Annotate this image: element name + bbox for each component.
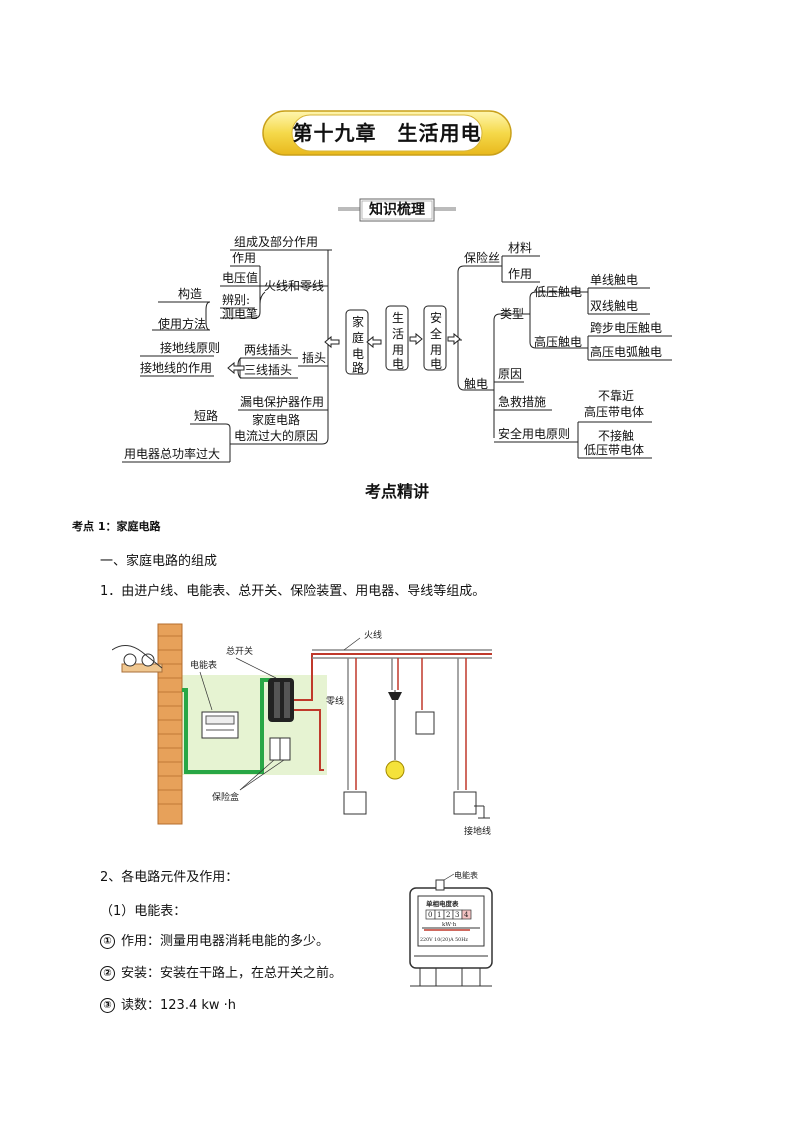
- subheading-meter: （1）电能表：: [100, 904, 187, 919]
- fig1-main-switch-label: 总开关: [226, 645, 253, 657]
- fig2-d1: 1: [437, 911, 441, 919]
- center-safety-label: 安全 用电: [430, 310, 442, 371]
- mm-wiring-principle: 接地线原则: [160, 340, 220, 355]
- mm-step: 跨步电压触电: [590, 321, 662, 335]
- heading-components: 2、各电路元件及作用：: [100, 870, 239, 885]
- fig2-spec: 220V 10(20)A 50Hz: [420, 936, 468, 943]
- mm-p2a: 不接触: [598, 428, 634, 443]
- fig1-fuse-box-label: 保险盒: [212, 791, 239, 803]
- key-point-1: 考点 1：家庭电路: [72, 520, 161, 533]
- mm-p1a: 不靠近: [598, 389, 634, 403]
- center-home-1: 家: [352, 314, 364, 329]
- mm-reason: 原因: [498, 367, 522, 381]
- mm-material: 材料: [508, 241, 532, 255]
- bullet-3: ③: [100, 998, 115, 1013]
- mm-two-socket: 两线插头: [244, 343, 292, 357]
- center-home-3: 电: [352, 347, 364, 361]
- section-title-frame: [338, 198, 456, 222]
- fig1-ground-label: 接地线: [464, 825, 491, 837]
- mm-p1b: 高压带电体: [584, 404, 644, 419]
- paragraph-composition: 1．由进户线、电能表、总开关、保险装置、用电器、导线等组成。: [100, 584, 486, 599]
- mm-structure: 构造: [178, 286, 202, 301]
- mm-high-shock: 高压触电: [534, 334, 582, 349]
- bullet-2: ②: [100, 966, 115, 981]
- mm-composition: 组成及部分作用: [234, 234, 318, 249]
- mm-plug: 插头: [302, 351, 326, 365]
- mm-live-neutral: 火线和零线: [264, 279, 324, 293]
- chapter-banner: [262, 110, 512, 156]
- mm-function: 作用: [508, 267, 532, 281]
- center-home-4: 路: [352, 360, 364, 375]
- section-title-key-points: 考点精讲: [364, 482, 429, 501]
- svg-text:用: 用: [430, 343, 442, 357]
- fig1-neutral-label: 零线: [326, 695, 344, 707]
- fig2-unit: kW·h: [442, 922, 457, 928]
- mm-p2b: 低压带电体: [584, 443, 644, 457]
- mm-principle: 安全用电原则: [498, 426, 570, 441]
- meter-function-line: ① 作用：测量用电器消耗电能的多少。: [100, 930, 329, 949]
- mm-low-shock: 低压触电: [534, 285, 582, 299]
- chapter-title: 第十九章 生活用电: [292, 121, 482, 145]
- electric-meter-figure: 电能表 单相电度表 0 1 2 3 4 kW·h 220V 10(20)A 50…: [409, 870, 493, 987]
- mm-ground-role: 接地线的作用: [140, 360, 212, 375]
- mm-overload: 用电器总功率过大: [124, 446, 220, 461]
- home-circuit-figure: 电能表 总开关 火线 零线 保险盒 接地线: [112, 623, 492, 837]
- mm-three-socket: 三线插头: [244, 363, 292, 377]
- fig2-d4: 4: [464, 911, 469, 919]
- fig2-label: 电能表: [454, 870, 478, 880]
- fig2-d2: 2: [446, 911, 450, 919]
- mm-usage: 使用方法: [158, 316, 206, 331]
- mm-cause-b: 电流过大的原因: [234, 428, 318, 443]
- fig2-panel: 单相电度表: [426, 899, 459, 908]
- fig1-meter-label: 电能表: [190, 659, 217, 671]
- bullet-1: ①: [100, 934, 115, 949]
- center-home-label: 家 庭 电 路: [352, 314, 364, 375]
- mm-identify: 辨别:: [222, 293, 250, 307]
- mm-fuse: 保险丝: [464, 250, 500, 265]
- mm-arc: 高压电弧触电: [590, 344, 662, 359]
- mm-short: 短路: [194, 408, 218, 423]
- section-title-knowledge: 知识梳理: [369, 202, 425, 218]
- svg-text:安: 安: [430, 310, 442, 325]
- mm-shock: 触电: [464, 377, 488, 391]
- center-life-label: 生活 用电: [392, 311, 404, 371]
- fig2-d0: 0: [428, 911, 432, 919]
- fig2-d3: 3: [455, 911, 459, 919]
- svg-text:用: 用: [392, 343, 404, 357]
- mm-double: 双线触电: [590, 299, 638, 313]
- meter-install-line: ② 安装：安装在干路上，在总开关之前。: [100, 962, 342, 981]
- mm-voltage: 电压值: [222, 270, 258, 285]
- svg-text:全: 全: [430, 326, 442, 341]
- mm-cause-a: 家庭电路: [252, 412, 300, 427]
- svg-text:活: 活: [392, 327, 404, 341]
- meter-function: 作用：测量用电器消耗电能的多少。: [121, 934, 330, 949]
- fig1-live-label: 火线: [364, 629, 382, 641]
- meter-reading: 读数：123.4 kw ·h: [121, 998, 237, 1013]
- meter-install: 安装：安装在干路上，在总开关之前。: [121, 966, 343, 981]
- mm-single: 单线触电: [590, 273, 638, 287]
- knowledge-mindmap: 家 庭 电 路 生活 用电 安全 用电 组成及部分作用 作用 电压值 火线和零线…: [122, 234, 672, 463]
- heading-composition: 一、家庭电路的组成: [100, 554, 218, 569]
- mm-rescue: 急救措施: [498, 394, 546, 409]
- svg-text:电: 电: [430, 357, 442, 371]
- mm-rcd: 漏电保护器作用: [240, 395, 324, 409]
- mm-role: 作用: [232, 251, 256, 265]
- center-home-2: 庭: [352, 330, 364, 345]
- svg-text:电: 电: [392, 357, 404, 371]
- mm-types: 类型: [500, 307, 524, 321]
- mm-tester: 测电笔: [222, 306, 258, 321]
- meter-reading-line: ③ 读数：123.4 kw ·h: [100, 994, 236, 1013]
- svg-text:生: 生: [392, 311, 404, 325]
